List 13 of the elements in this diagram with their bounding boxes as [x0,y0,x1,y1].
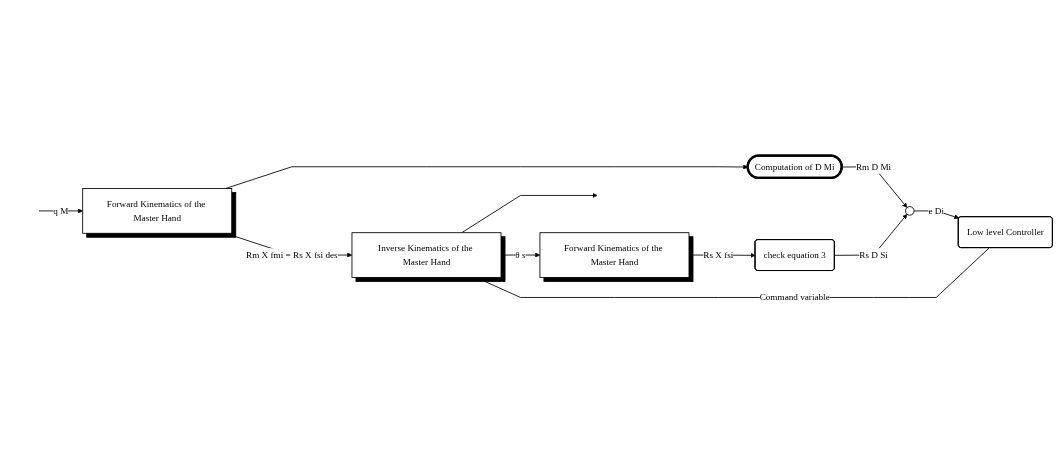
edge-label: Rm D Mi [855,161,892,171]
edge-label: Rs D Si [859,249,888,260]
node-box: Forward Kinematics of the Master Hand [539,231,690,278]
node-box: Forward Kinematics of the Master Hand [82,187,233,234]
edge-label: θ s [515,249,526,260]
edge-label: Rs X fsi [703,249,734,260]
node-box: Inverse Kinematics of the Master Hand [351,231,502,278]
edge-label: q M [53,205,69,216]
connector [475,247,990,298]
node-circle [905,205,915,216]
edge-label: Command variable [759,291,830,302]
edge-label: e Di [928,205,944,216]
edge-label: Rm X fmi = Rs X fsi des [246,249,338,260]
